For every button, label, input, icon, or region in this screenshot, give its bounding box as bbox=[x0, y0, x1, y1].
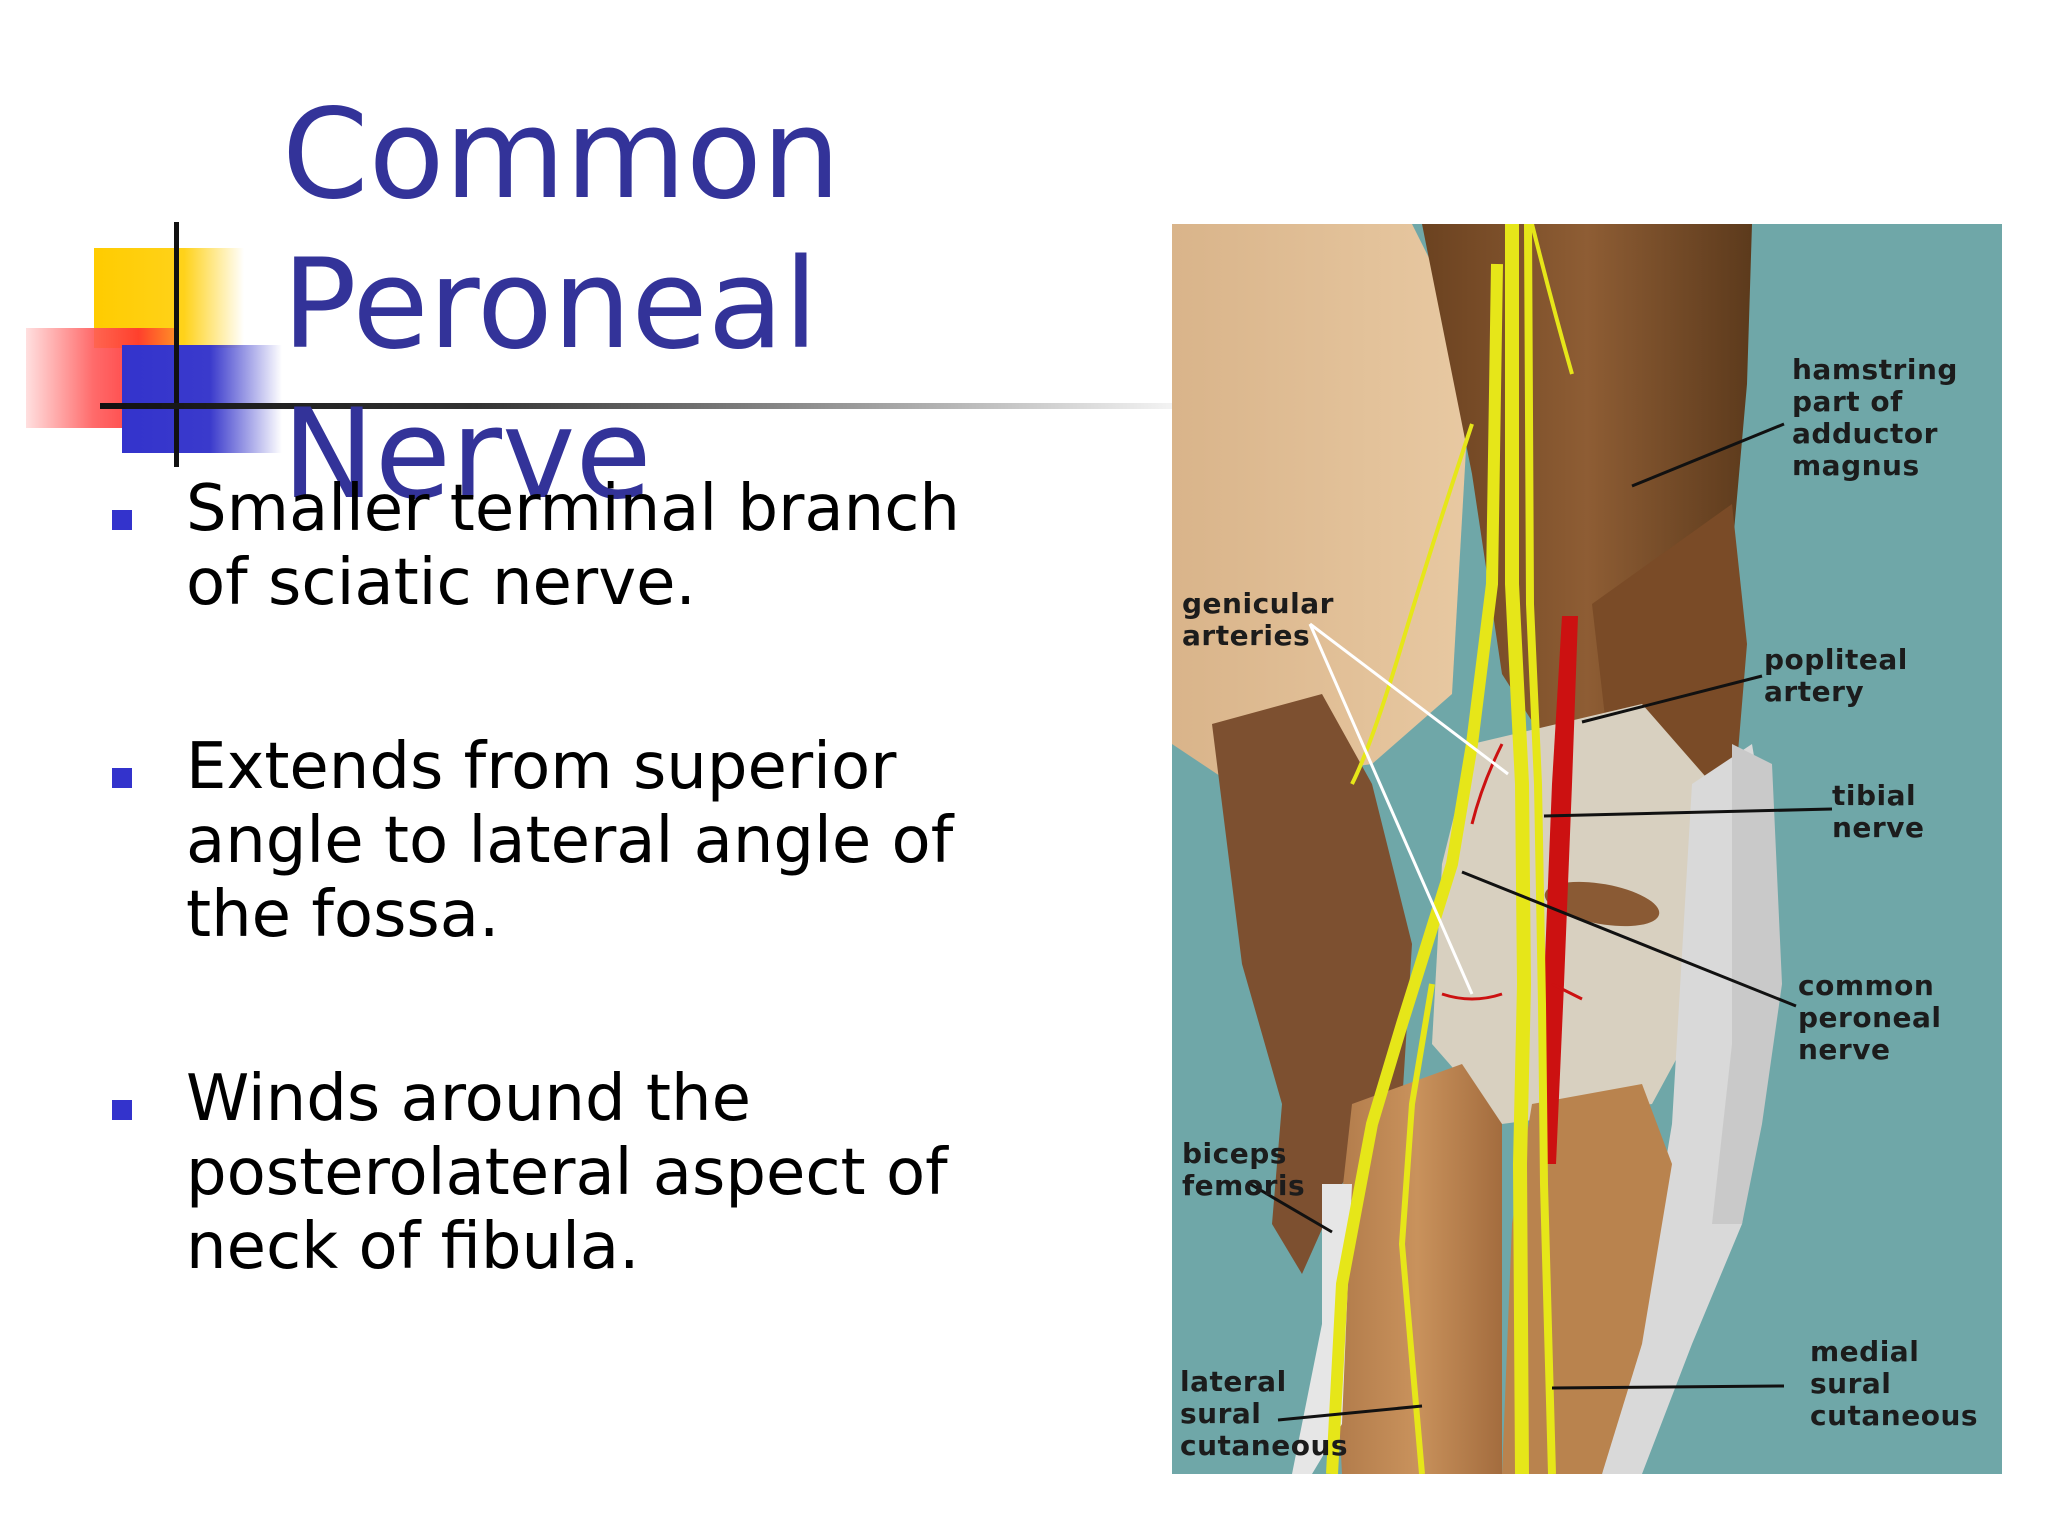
popliteal-artery-shape bbox=[1544, 616, 1578, 1164]
bullet-text-line: Smaller terminal branch bbox=[186, 472, 960, 546]
label-line: lateral bbox=[1180, 1365, 1287, 1398]
label-genicular-arteries: genicular arteries bbox=[1182, 588, 1334, 652]
square-bullet-icon bbox=[112, 510, 132, 530]
bullet-item: Smaller terminal branch of sciatic nerve… bbox=[106, 472, 986, 620]
label-biceps-femoris: biceps femoris bbox=[1182, 1138, 1305, 1202]
label-line: hamstring bbox=[1792, 353, 1958, 386]
tibial-nerve-strand-shape bbox=[1524, 224, 1556, 1474]
decor-blue-square bbox=[122, 345, 282, 453]
leader-line-common-peroneal bbox=[1461, 870, 1797, 1008]
bullet-text-line: Winds around the bbox=[186, 1062, 751, 1136]
small-nerve-branch-shape bbox=[1350, 224, 1574, 785]
label-line: magnus bbox=[1792, 449, 1920, 482]
label-line: part of bbox=[1792, 385, 1903, 418]
decor-horizontal-rule bbox=[100, 403, 1175, 409]
label-line: adductor bbox=[1792, 417, 1938, 450]
lateral-gastrocnemius-shape bbox=[1332, 1064, 1502, 1474]
label-line: nerve bbox=[1832, 811, 1925, 844]
common-peroneal-nerve-shape bbox=[1326, 263, 1503, 1474]
leader-line-popliteal bbox=[1581, 674, 1763, 724]
leader-line-medial-sural bbox=[1551, 1384, 1785, 1390]
thigh-skin-shape bbox=[1172, 224, 1472, 784]
leader-line-genicular-2 bbox=[1308, 623, 1474, 995]
label-line: arteries bbox=[1182, 619, 1311, 652]
label-tibial-nerve: tibial nerve bbox=[1832, 780, 1924, 844]
label-lateral-sural-cutaneous: lateral sural cutaneous bbox=[1180, 1366, 1348, 1462]
label-line: common bbox=[1798, 969, 1935, 1002]
label-line: genicular bbox=[1182, 587, 1334, 620]
plantaris-shape bbox=[1544, 881, 1660, 927]
bullet-text-line: posterolateral aspect of bbox=[186, 1136, 948, 1210]
label-line: cutaneous bbox=[1810, 1399, 1979, 1432]
label-common-peroneal-nerve: common peroneal nerve bbox=[1798, 970, 1942, 1066]
bullet-text-line: Extends from superior bbox=[186, 730, 897, 804]
bullet-item: Winds around the posterolateral aspect o… bbox=[106, 1062, 986, 1284]
bullet-text-line: of sciatic nerve. bbox=[186, 546, 696, 620]
label-line: nerve bbox=[1798, 1033, 1891, 1066]
label-hamstring: hamstring part of adductor magnus bbox=[1792, 354, 1958, 482]
square-bullet-icon bbox=[112, 1100, 132, 1120]
label-line: sural bbox=[1180, 1397, 1262, 1430]
genicular-artery-shape bbox=[1441, 743, 1583, 1001]
label-popliteal-artery: popliteal artery bbox=[1764, 644, 1908, 708]
label-line: cutaneous bbox=[1180, 1429, 1349, 1462]
label-line: medial bbox=[1810, 1335, 1920, 1368]
bullet-text-line: neck of fibula. bbox=[186, 1210, 640, 1284]
title-line: Nerve bbox=[282, 383, 652, 527]
leader-line-lateral-sural bbox=[1277, 1404, 1423, 1422]
bullet-text-line: the fossa. bbox=[186, 878, 500, 952]
label-line: peroneal bbox=[1798, 1001, 1942, 1034]
bullet-list: Smaller terminal branch of sciatic nerve… bbox=[106, 472, 986, 1284]
label-line: femoris bbox=[1182, 1169, 1306, 1202]
leader-line-hamstring bbox=[1631, 422, 1785, 488]
slide-title: Common Peroneal Nerve bbox=[282, 80, 1282, 530]
title-line: Common Peroneal bbox=[282, 83, 841, 377]
anatomy-illustration: hamstring part of adductor magnus genicu… bbox=[1172, 224, 2002, 1474]
leader-line-tibial bbox=[1543, 807, 1833, 818]
square-bullet-icon bbox=[112, 768, 132, 788]
medial-head-gastrocnemius-shape bbox=[1712, 744, 1782, 1224]
label-line: artery bbox=[1764, 675, 1865, 708]
bullet-text-line: angle to lateral angle of bbox=[186, 804, 954, 878]
label-line: biceps bbox=[1182, 1137, 1287, 1170]
label-line: sural bbox=[1810, 1367, 1892, 1400]
bullet-item: Extends from superior angle to lateral a… bbox=[106, 730, 986, 952]
leader-line-genicular-1 bbox=[1309, 622, 1509, 776]
leader-line-biceps bbox=[1249, 1182, 1333, 1234]
label-line: tibial bbox=[1832, 779, 1917, 812]
popliteal-fossa-drawing bbox=[1172, 224, 1833, 1474]
lateral-sural-nerve-shape bbox=[1398, 983, 1435, 1474]
label-line: popliteal bbox=[1764, 643, 1908, 676]
label-medial-sural-cutaneous: medial sural cutaneous bbox=[1810, 1336, 1978, 1432]
tibial-nerve-shape bbox=[1505, 224, 1532, 1474]
decor-vertical-line bbox=[174, 222, 179, 467]
